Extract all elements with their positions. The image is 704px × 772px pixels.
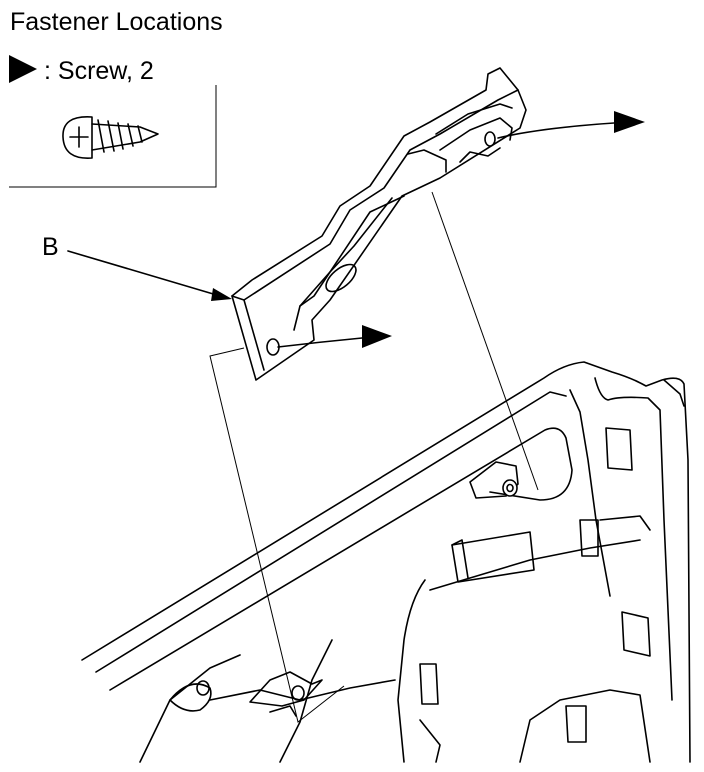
screw-marker-lower-triangle-icon <box>362 325 392 348</box>
legend-marker-triangle-icon <box>9 55 37 83</box>
screw-marker-upper-triangle-icon <box>614 111 645 133</box>
alignment-guides <box>209 191 539 723</box>
bracket-part-b <box>231 67 527 381</box>
part-b-leader <box>67 250 232 301</box>
legend: : Screw, 2 <box>9 55 217 188</box>
screw-marker-upper <box>497 111 645 139</box>
legend-box <box>9 85 217 188</box>
diagram-title: Fastener Locations <box>10 8 223 36</box>
part-label-b: B <box>42 233 59 261</box>
legend-screw-label: : Screw, 2 <box>44 57 154 85</box>
door-trim-panel <box>81 361 691 763</box>
screw-marker-lower <box>277 325 392 348</box>
pan-head-screw-icon <box>62 116 159 159</box>
